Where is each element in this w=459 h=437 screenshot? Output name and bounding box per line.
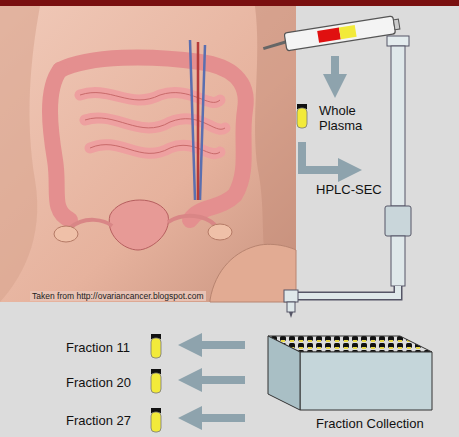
image-credit: Taken from http://ovariancancer.blogspot…	[30, 291, 206, 301]
method-label: HPLC-SEC	[316, 182, 382, 197]
fraction-label: Fraction 20	[66, 375, 131, 390]
fraction-label: Fraction 11	[66, 340, 130, 355]
fraction-label: Fraction 27	[66, 413, 131, 428]
collector-label: Fraction Collection	[316, 416, 424, 431]
sample-label: Whole Plasma	[319, 103, 379, 133]
